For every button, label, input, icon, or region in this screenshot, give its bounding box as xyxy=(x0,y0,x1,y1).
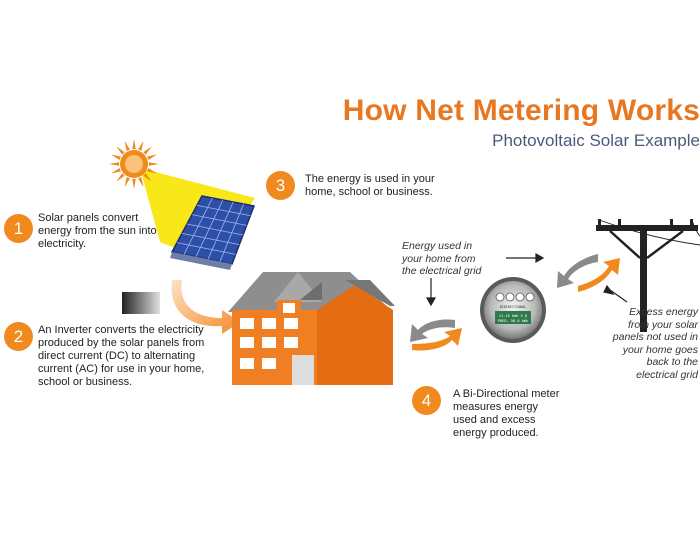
step-1-badge: 1 xyxy=(4,214,33,243)
step-4-text: A Bi-Directional meter measures energy u… xyxy=(453,388,560,439)
excess-pointer-arrow xyxy=(603,284,628,303)
step-3-text: The energy is used in your home, school … xyxy=(305,173,435,198)
bidirectional-meter-icon: BIDIRECTIONAL 11.16 kWh 3 @ PRED. 58.6 k… xyxy=(480,277,546,343)
grid-to-house-arrow xyxy=(410,319,455,342)
excess-energy-note: Excess energy from your solar panels not… xyxy=(612,306,698,381)
step-4-badge: 4 xyxy=(412,386,441,415)
grid-pointer-arrow xyxy=(506,252,545,264)
step-1-text: Solar panels convert energy from the sun… xyxy=(38,212,157,250)
panel-to-house-arrow xyxy=(171,280,240,334)
pole-to-meter-arrow xyxy=(557,254,598,288)
diagram-title: How Net Metering Works xyxy=(342,94,700,127)
meter-to-pole-arrow xyxy=(578,258,620,292)
diagram-subtitle: Photovoltaic Solar Example xyxy=(492,131,700,150)
solar-panel-icon xyxy=(170,195,256,270)
step-2-text: An Inverter converts the electricity pro… xyxy=(38,324,205,388)
energy-used-note: Energy used in your home from the electr… xyxy=(402,240,482,277)
meter-brand: BIDIRECTIONAL xyxy=(500,305,527,309)
inverter-icon xyxy=(122,292,160,314)
energy-used-pointer-arrow xyxy=(425,278,437,307)
house-icon xyxy=(228,272,395,385)
meter-line-2: PRED. 58.6 kWh xyxy=(498,319,528,323)
meter-line-1: 11.16 kWh 3 @ xyxy=(499,314,528,318)
utility-pole-icon xyxy=(596,219,700,332)
house-to-meter-arrow xyxy=(412,328,462,351)
step-2-badge: 2 xyxy=(4,322,33,351)
step-3-badge: 3 xyxy=(266,171,295,200)
sun-icon xyxy=(109,139,159,189)
